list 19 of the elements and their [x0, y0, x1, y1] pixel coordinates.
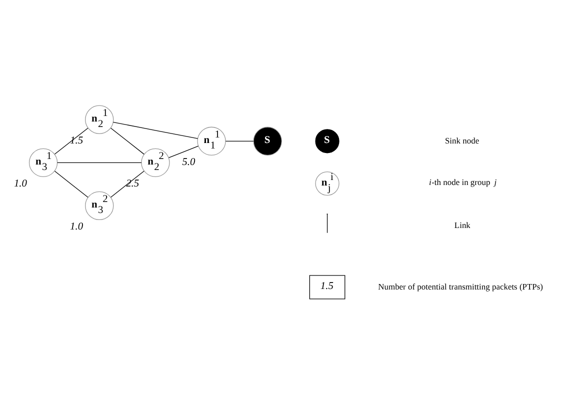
node-label: 1.5 [70, 134, 84, 146]
connector [110, 127, 144, 154]
legend-label: Sink node [444, 134, 480, 145]
node-circle: S [253, 126, 282, 155]
connector [54, 127, 88, 154]
node-label: 5.0 [182, 156, 196, 168]
node-label: 1.0 [14, 178, 27, 189]
connector [168, 145, 199, 158]
label: 1.5 [320, 280, 334, 292]
label: S [324, 134, 330, 146]
node-label: 2.5 [126, 178, 140, 189]
legend-label: Link [454, 220, 470, 230]
node-label: 1.0 [70, 220, 84, 232]
connector [54, 170, 88, 198]
connector [225, 140, 254, 141]
legend-label: i-th node in group j [429, 176, 497, 187]
connector [112, 121, 198, 138]
legend-label: Number of potential transmitting packets (PTPs) [378, 280, 544, 291]
connector [110, 170, 144, 198]
